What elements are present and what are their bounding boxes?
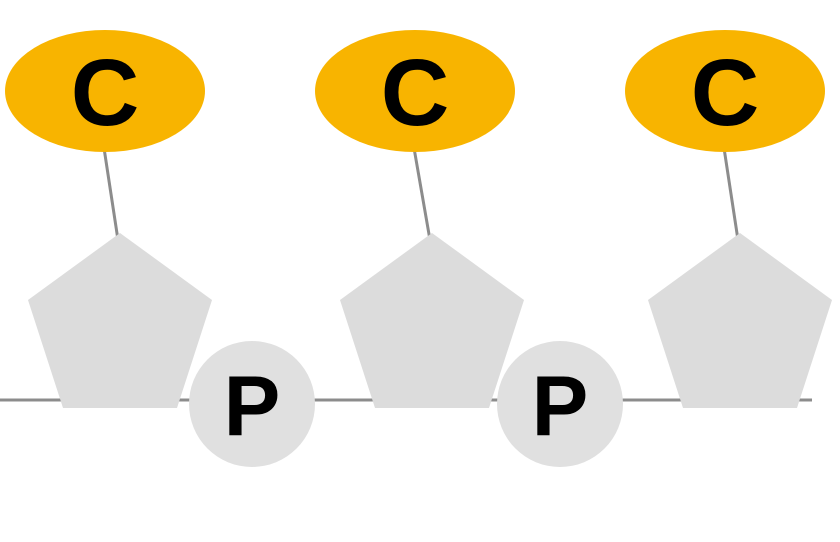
base-label: C <box>691 40 760 146</box>
base-ellipse <box>625 30 825 152</box>
sugar-pentagon <box>340 233 524 408</box>
sugar-pentagon <box>28 233 212 408</box>
phosphate-circle <box>189 341 315 467</box>
base-label: C <box>71 40 140 146</box>
base-ellipse <box>5 30 205 152</box>
sugar-pentagon <box>648 233 832 408</box>
base-sugar-bond-line <box>102 147 120 241</box>
base-ellipse <box>315 30 515 152</box>
phosphate-label: P <box>532 359 589 454</box>
phosphate-label: P <box>224 359 281 454</box>
base-sugar-bond-line <box>722 147 740 241</box>
phosphate-circle <box>497 341 623 467</box>
base-label: C <box>381 40 450 146</box>
base-sugar-bond-line <box>412 147 432 241</box>
